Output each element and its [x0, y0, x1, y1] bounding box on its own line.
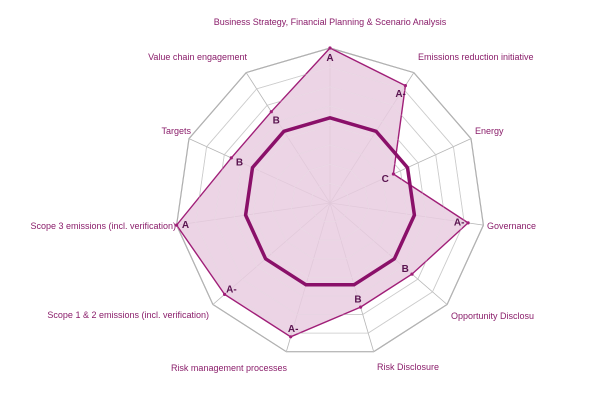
axis-label: Risk Disclosure — [377, 362, 439, 372]
axis-label: Value chain engagement — [148, 52, 247, 62]
axis-label: Energy — [475, 126, 504, 136]
score-point — [229, 156, 233, 160]
grade-label: B — [354, 295, 361, 306]
axis-label: Targets — [161, 126, 191, 136]
grid-ring-overlay — [233, 105, 427, 297]
grade-label: A — [182, 220, 189, 231]
grade-label: A- — [288, 324, 299, 335]
axis-label: Governance — [487, 221, 536, 231]
score-series-area — [175, 47, 470, 338]
grade-label: B — [236, 158, 243, 169]
axis-label: Risk management processes — [171, 363, 288, 373]
score-point — [466, 221, 470, 225]
score-point — [359, 305, 363, 309]
grid-ring-overlay — [310, 183, 350, 222]
grade-label: A- — [395, 89, 406, 100]
average-series-line — [243, 116, 417, 287]
axis-label: Emissions reduction initiative — [418, 52, 534, 62]
grid-ring-overlay — [272, 144, 388, 260]
grid-ring-overlay — [176, 47, 484, 353]
axis-label: Scope 1 & 2 emissions (incl. verificatio… — [47, 310, 209, 320]
grade-label: B — [402, 264, 409, 275]
axis-label: Opportunity Disclosu — [451, 311, 534, 321]
grid-ring-overlay — [291, 163, 369, 241]
score-point — [269, 110, 273, 114]
score-point — [403, 84, 407, 88]
grade-label: C — [382, 174, 389, 185]
score-point — [289, 335, 293, 339]
grid-ring-overlay — [214, 86, 446, 315]
axis-label: Scope 3 emissions (incl. verification) — [30, 221, 176, 231]
score-point — [391, 172, 395, 176]
score-point — [410, 272, 414, 276]
series-layer — [175, 46, 484, 353]
grade-label: B — [273, 115, 280, 126]
grid-ring — [175, 47, 485, 353]
axis-label: Business Strategy, Financial Planning & … — [214, 17, 447, 27]
score-point — [223, 292, 227, 296]
grid-ring — [195, 66, 465, 334]
grade-label: A — [326, 53, 333, 64]
label-layer: Business Strategy, Financial Planning & … — [30, 17, 536, 373]
grid-ring-overlay — [195, 67, 465, 334]
score-point — [328, 46, 332, 50]
grid-ring-overlay — [252, 125, 408, 278]
score-point — [175, 223, 179, 227]
grade-label: A- — [454, 218, 465, 229]
grade-label: A- — [226, 285, 237, 296]
